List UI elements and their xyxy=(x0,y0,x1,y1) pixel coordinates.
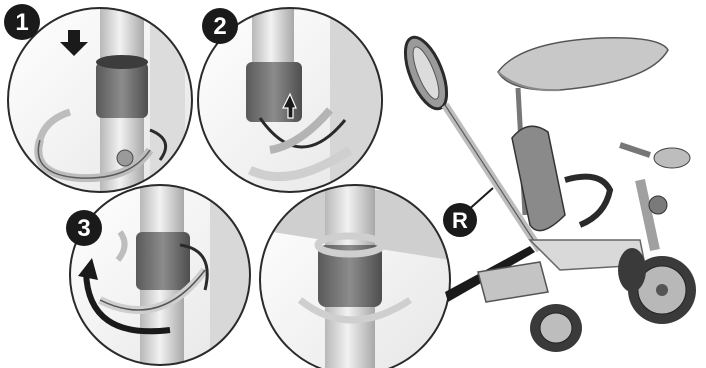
rear-wheel-left xyxy=(530,304,582,352)
footrest xyxy=(478,262,548,302)
step-badge-3: 3 xyxy=(66,210,102,246)
svg-text:1: 1 xyxy=(15,9,28,36)
step-badge-2: 2 xyxy=(202,8,238,44)
canopy xyxy=(498,38,668,90)
pole-collar xyxy=(96,62,148,118)
detail-circle-step-1 xyxy=(8,8,192,208)
step-badge-1: 1 xyxy=(4,4,40,40)
svg-text:R: R xyxy=(452,208,468,233)
detail-circle-step-3 xyxy=(70,183,260,368)
svg-text:2: 2 xyxy=(213,13,226,40)
detail-circle-zoom xyxy=(260,185,450,368)
rear-wheel-right xyxy=(618,248,646,292)
svg-text:3: 3 xyxy=(77,215,90,242)
pole-collar xyxy=(136,232,190,290)
callout-badge-r: R xyxy=(443,203,477,237)
